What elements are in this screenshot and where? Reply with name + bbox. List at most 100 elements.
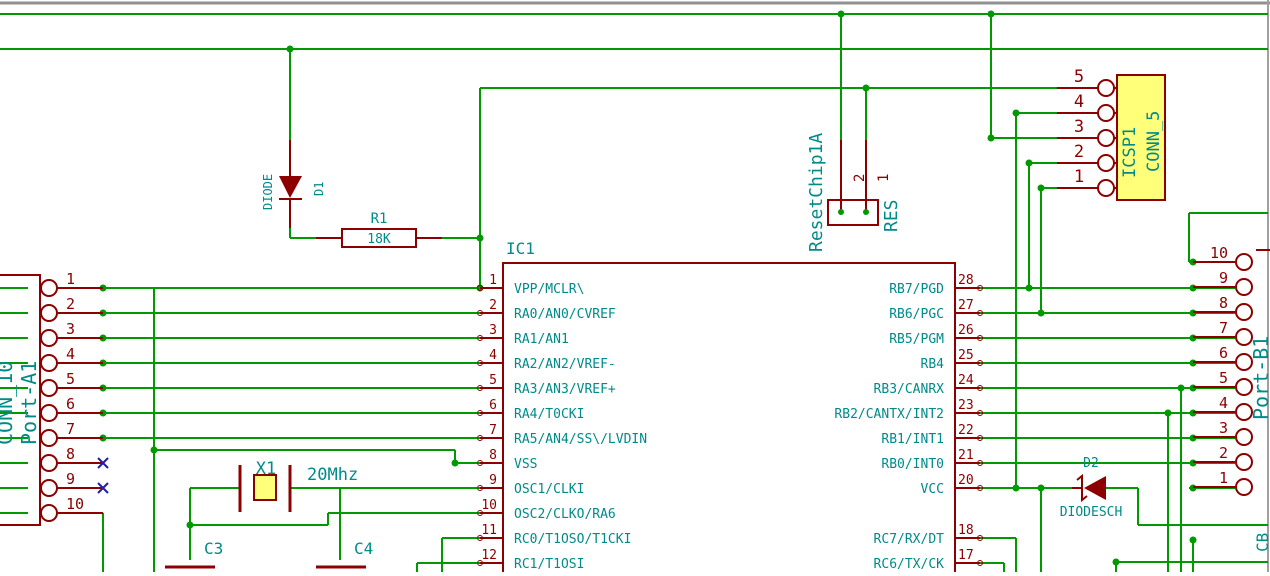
ic1-pin-num-7: 7 — [489, 423, 497, 438]
reset-ref: ResetChip1A — [806, 133, 827, 252]
ic1-pin-num-28: 28 — [958, 273, 974, 288]
ic1-pin-name-24: RB3/CANRX — [874, 382, 945, 397]
ic1-pin-name-27: RB6/PGC — [889, 307, 944, 322]
ic1-left-pins: 1VPP/MCLR\2RA0/AN0/CVREF3RA1/AN14RA2/AN2… — [477, 273, 647, 572]
icsp1-pin-label-5: 5 — [1074, 67, 1084, 87]
port-b1-pin-6 — [1235, 353, 1253, 371]
diode-d1-symbol — [279, 176, 302, 198]
ic1-pin-num-23: 23 — [958, 398, 974, 413]
port-b1-pin-9 — [1235, 278, 1253, 296]
ic1-pin-num-4: 4 — [489, 348, 497, 363]
crystal-x1[interactable]: X1 20Mhz — [238, 459, 358, 512]
ic1-pin-name-3: RA1/AN1 — [514, 332, 569, 347]
port-a1-pin-label-8: 8 — [66, 445, 75, 463]
port-a1-pin-6 — [40, 404, 58, 422]
diode-d2-value: DIODESCH — [1060, 505, 1123, 520]
port-b1-pin-7 — [1235, 328, 1253, 346]
ic1-pin-name-9: OSC1/CLKI — [514, 482, 584, 497]
port-b1-pin-label-8: 8 — [1219, 294, 1228, 312]
port-a1-ref: Port-A1 — [17, 361, 41, 445]
port-a1-pin-1 — [40, 279, 58, 297]
ic1-pin-num-11: 11 — [481, 523, 497, 538]
ic1-pin-num-17: 17 — [958, 548, 974, 563]
ic1-pin-num-6: 6 — [489, 398, 497, 413]
ic1-pin-num-24: 24 — [958, 373, 974, 388]
port-b1-pin-label-7: 7 — [1219, 319, 1228, 337]
capacitor-c4[interactable]: C4 — [316, 539, 373, 569]
diode-d1-value: DIODE — [261, 174, 275, 210]
ic1-body[interactable] — [502, 262, 956, 576]
capacitor-c3[interactable]: C3 — [165, 539, 223, 569]
ic1-pin-num-21: 21 — [958, 448, 974, 463]
port-a1-pin-label-1: 1 — [66, 270, 75, 288]
diode-d2-ref: D2 — [1083, 456, 1099, 471]
ic1-pin-num-20: 20 — [958, 473, 974, 488]
port-a1-pin-label-9: 9 — [66, 470, 75, 488]
port-b1-pin-label-3: 3 — [1219, 419, 1228, 437]
diode-d2-symbol — [1084, 476, 1106, 500]
port-a1-pin-10 — [40, 504, 58, 522]
ic1-pin-num-9: 9 — [489, 473, 497, 488]
ic1-pin-num-5: 5 — [489, 373, 497, 388]
reset-value: RES — [881, 199, 902, 232]
port-b1-pin-label-2: 2 — [1219, 444, 1228, 462]
ic1-pin-num-10: 10 — [481, 498, 497, 513]
capacitor-c4-ref: C4 — [354, 539, 373, 558]
port-a1-pin-7 — [40, 429, 58, 447]
port-b1-pin-1 — [1235, 478, 1253, 496]
diode-d1[interactable]: DIODE D1 — [261, 140, 326, 228]
resistor-r1[interactable]: R1 18K — [316, 211, 442, 248]
port-b1-pin-10 — [1235, 253, 1253, 271]
reset-switch[interactable]: ResetChip1A RES 2 1 — [806, 133, 902, 252]
port-b1-pin-5 — [1235, 378, 1253, 396]
ic1-pin-num-27: 27 — [958, 298, 974, 313]
ic1-symbol[interactable]: IC1 1VPP/MCLR\2RA0/AN0/CVREF3RA1/AN14RA2… — [477, 239, 983, 576]
ic1-pin-name-17: RC6/TX/CK — [874, 557, 945, 572]
ic1-pin-name-25: RB4 — [921, 357, 945, 372]
icsp1-pin-2 — [1097, 154, 1115, 172]
ic1-pin-name-22: RB1/INT1 — [881, 432, 944, 447]
port-a1-pin-2 — [40, 304, 58, 322]
diode-d2[interactable]: D2 DIODESCH — [1060, 456, 1123, 520]
port-a1-pin-label-2: 2 — [66, 295, 75, 313]
ic1-pin-num-8: 8 — [489, 448, 497, 463]
icsp1-pin-5 — [1097, 79, 1115, 97]
ic1-pin-name-12: RC1/T1OSI — [514, 557, 584, 572]
ic1-pin-name-18: RC7/RX/DT — [874, 532, 945, 547]
icsp1-pin-3 — [1097, 129, 1115, 147]
icsp1-pin-1 — [1097, 179, 1115, 197]
port-a1-pin-label-6: 6 — [66, 395, 75, 413]
capacitor-c3-ref: C3 — [204, 539, 223, 558]
port-a1-pin-label-4: 4 — [66, 345, 75, 363]
icsp1-pin-label-3: 3 — [1074, 117, 1084, 137]
ic1-pin-name-28: RB7/PGD — [889, 282, 944, 297]
ic1-pin-name-5: RA3/AN3/VREF+ — [514, 382, 616, 397]
ic1-pin-num-1: 1 — [489, 273, 497, 288]
crystal-x1-value: 20Mhz — [307, 465, 358, 485]
reset-switch-body — [827, 199, 879, 226]
ic1-pin-num-22: 22 — [958, 423, 974, 438]
ic1-pin-name-4: RA2/AN2/VREF- — [514, 357, 616, 372]
port-a1-value: CONN_10 — [0, 361, 17, 445]
port-b1-pin-label-6: 6 — [1219, 344, 1228, 362]
ic1-pin-name-8: VSS — [514, 457, 537, 472]
port-a1-pin-3 — [40, 329, 58, 347]
icsp1-body — [1116, 74, 1166, 201]
port-b1-pin-3 — [1235, 428, 1253, 446]
reset-pin-1: 1 — [876, 174, 892, 182]
port-b1-pin-label-10: 10 — [1210, 244, 1228, 262]
icsp1-ref: ICSP1 — [1120, 127, 1140, 178]
diode-d1-ref: D1 — [312, 182, 326, 196]
port-a1-pin-9 — [40, 479, 58, 497]
ic1-right-pins: 28RB7/PGD27RB6/PGC26RB5/PGM25RB424RB3/CA… — [834, 273, 983, 572]
ic1-pin-num-2: 2 — [489, 298, 497, 313]
no-connect-markers — [97, 457, 109, 494]
port-a1-pin-4 — [40, 354, 58, 372]
